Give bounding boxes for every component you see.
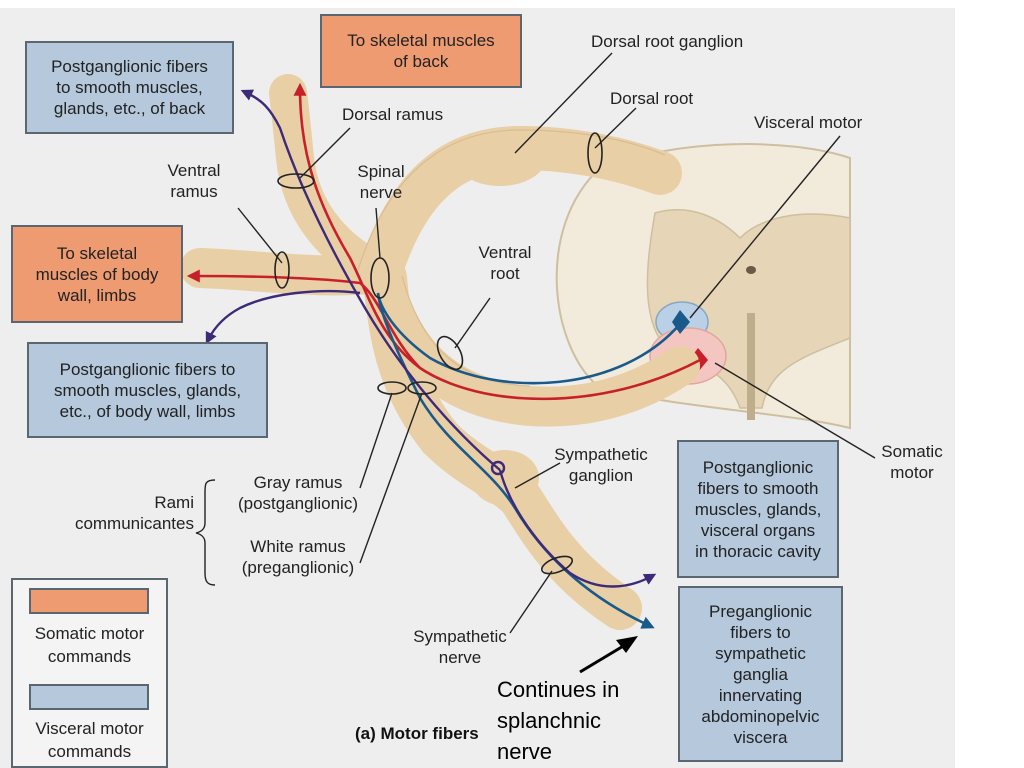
ring-ventral-ramus <box>274 251 290 289</box>
label-ventral-root: Ventral root <box>478 243 532 283</box>
rami-bracket <box>195 479 216 586</box>
label-white-ramus: White ramus (preganglionic) <box>241 537 355 577</box>
somatic-fiber-back <box>293 82 701 401</box>
box-skeletal-muscles-back: To skeletal muscles of back <box>320 14 522 88</box>
ring-ventral-root <box>436 335 464 371</box>
central-canal <box>746 266 756 274</box>
box-postganglionic-back: Postganglionic fibers to smooth muscles,… <box>25 41 234 134</box>
box-preganglionic-abdominal: Preganglionic fibers to sympathetic gang… <box>678 586 843 762</box>
label-dorsal-root-ganglion: Dorsal root ganglion <box>591 32 744 51</box>
legend: Somatic motor commands Visceral motor co… <box>11 578 168 768</box>
leader-gray-ramus <box>359 392 393 489</box>
label-rami-communicantes: Rami communicantes <box>74 493 194 533</box>
leader-ventral-ramus <box>237 207 283 264</box>
legend-swatch-visceral <box>29 684 149 710</box>
figure-caption: (a) Motor fibers <box>355 724 479 743</box>
leader-dorsal-ramus <box>299 127 351 179</box>
somatic-fiber-limbs <box>186 269 421 369</box>
ganglion-synapse <box>490 460 506 476</box>
leader-somatic-motor <box>714 362 876 459</box>
box-postganglionic-body: Postganglionic fibers to smooth muscles,… <box>27 342 268 438</box>
leader-sympathetic-nerve <box>509 570 553 634</box>
ring-dorsal-ramus <box>277 173 315 189</box>
ventral-ramus <box>180 248 400 296</box>
leader-dorsal-root <box>594 107 637 149</box>
label-dorsal-ramus: Dorsal ramus <box>342 105 444 124</box>
box-postganglionic-thoracic: Postganglionic fibers to smooth muscles,… <box>677 440 839 578</box>
label-dorsal-root: Dorsal root <box>610 89 694 108</box>
leader-sympathetic-ganglion <box>514 462 561 489</box>
leader-visceral-motor <box>689 135 841 319</box>
box-skeletal-muscles-body: To skeletal muscles of body wall, limbs <box>11 225 183 323</box>
postganglionic-fiber-back <box>240 89 501 471</box>
leader-dorsal-root-ganglion <box>514 52 613 154</box>
label-ventral-ramus: Ventral ramus <box>167 161 221 201</box>
nerve-illustration <box>180 52 876 674</box>
leader-white-ramus <box>359 392 423 564</box>
leader-spinal-nerve <box>375 207 381 259</box>
sympathetic-ganglion-body <box>471 450 539 506</box>
leader-ventral-root <box>454 297 491 349</box>
legend-swatch-somatic <box>29 588 149 614</box>
ring-dorsal-root <box>587 132 603 174</box>
label-gray-ramus: Gray ramus (postganglionic) <box>237 473 358 513</box>
postganglionic-fiber-limbs <box>205 289 361 345</box>
legend-label-somatic: Somatic motor commands <box>34 624 145 666</box>
motor-fibers-figure: Postganglionic fibers to smooth muscles,… <box>0 8 955 768</box>
postganglionic-fiber-thoracic <box>498 469 657 588</box>
label-spinal-nerve: Spinal nerve <box>357 162 405 202</box>
label-visceral-motor: Visceral motor <box>754 113 863 132</box>
note-arrow-head <box>616 636 638 653</box>
legend-label-visceral: Visceral motor commands <box>35 719 144 761</box>
splanchnic-note: Continues in splanchnic nerve <box>497 677 620 764</box>
label-sympathetic-ganglion: Sympathetic ganglion <box>554 445 648 485</box>
label-somatic-motor: Somatic motor <box>881 442 943 482</box>
label-sympathetic-nerve: Sympathetic nerve <box>413 627 507 667</box>
ring-sympathetic-nerve <box>540 555 574 575</box>
